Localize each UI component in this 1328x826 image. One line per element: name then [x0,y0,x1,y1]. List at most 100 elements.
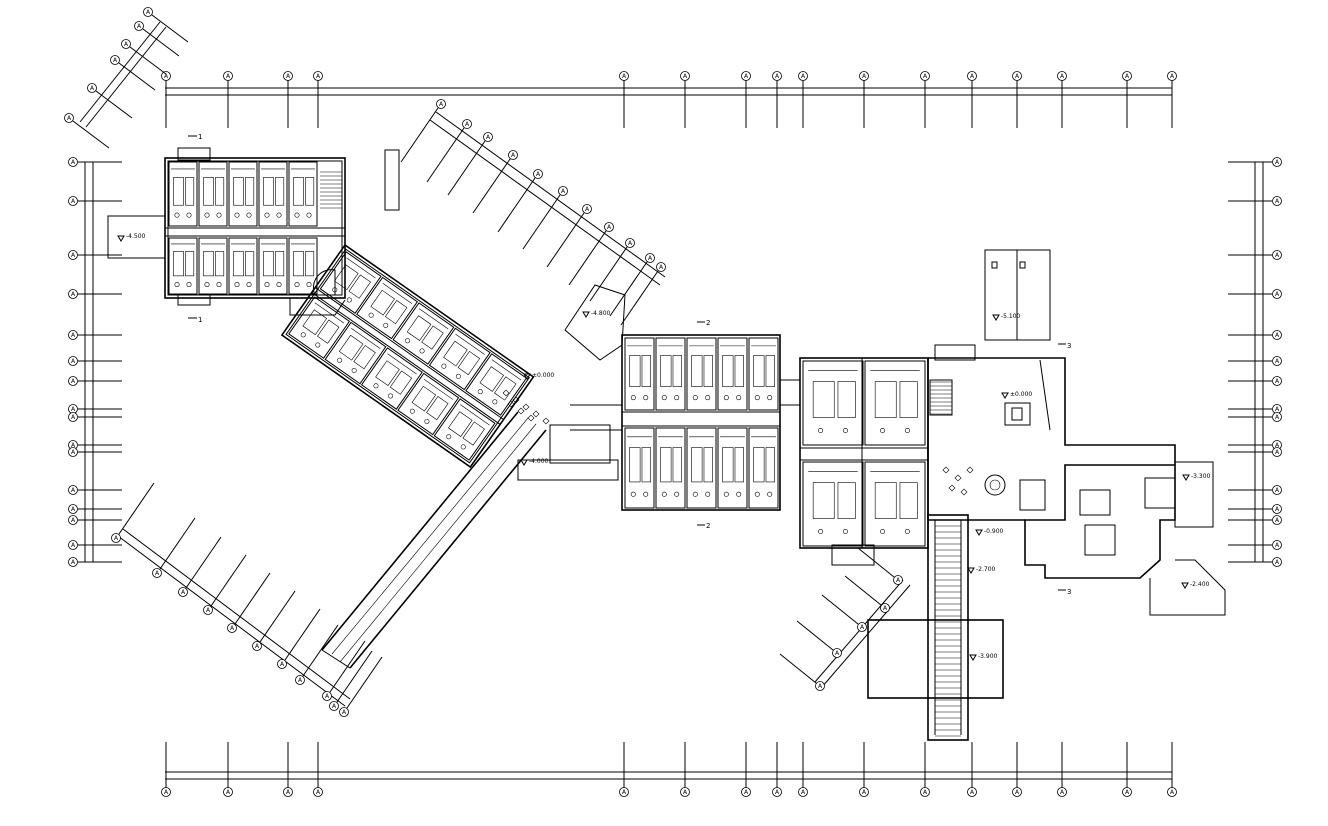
grid-bubble-label: A [862,789,867,796]
grid-bubble [1272,412,1282,422]
grid-bubble [68,412,78,422]
grid-bubble [134,21,144,31]
grid-bubble [68,157,78,167]
west-wing [107,147,346,316]
grid-bubble [920,71,930,81]
grid-bubble-label: A [1125,789,1130,796]
grid-bubble [283,787,293,797]
grid-bubble [1272,250,1282,260]
level-mark: -3.300 [1191,473,1211,480]
grid-bubble-label: A [439,101,444,108]
grid-bubble [227,623,237,633]
grid-bubble-label: A [1060,73,1065,80]
grid-bubble [68,330,78,340]
grid-bubble [313,71,323,81]
grid-bubble-label: A [1275,414,1280,421]
grid-bubble-label: A [298,677,303,684]
grid-bubble [68,540,78,550]
lobby-zone [927,249,1226,616]
grid-bubble-label: A [164,73,169,80]
grid-bubble-label: A [226,73,231,80]
grid-bubble [68,289,78,299]
grid-bubble-label: A [561,188,566,195]
grid-bubble-label: A [255,643,260,650]
grid-bubble [832,648,842,658]
grid-bubble [68,557,78,567]
grid-bubble [1057,71,1067,81]
grid-bubble-label: A [896,577,901,584]
grid-bubble-label: A [835,650,840,657]
grid-bubble-label: A [71,198,76,205]
grid-bubble-label: A [1060,789,1065,796]
grid-bubble [859,71,869,81]
grid-bubble [68,504,78,514]
grid-bubble-label: A [1275,542,1280,549]
grid-bubble [533,169,543,179]
grid-bubble [619,787,629,797]
level-mark: -5.100 [1001,313,1021,320]
grid-bubble-label: A [923,73,928,80]
grid-bubble [619,71,629,81]
grid-bubble-label: A [71,517,76,524]
grid-bubble-label: A [114,535,119,542]
grid-bubble-label: A [801,789,806,796]
grid-bubble-label: A [71,159,76,166]
grid-bubble [68,447,78,457]
grid-bubble [815,681,825,691]
level-mark: ±0.000 [1010,391,1032,398]
grid-bubble [857,622,867,632]
grid-bubble [582,204,592,214]
grid-bubble [152,568,162,578]
diagonal-wing [280,149,626,669]
grid-bubble [1122,787,1132,797]
grid-bubble [625,238,635,248]
grid-bubble-label: A [124,41,129,48]
grid-bubble [798,71,808,81]
grid-bubble-label: A [1275,291,1280,298]
grid-bubble-label: A [71,449,76,456]
grid-bubble-label: A [71,252,76,259]
grid-bubble [1272,289,1282,299]
grid-bubble-label: A [71,358,76,365]
grid-bubble [462,119,472,129]
grid-bubble-label: A [1015,789,1020,796]
grid-bubble [322,691,332,701]
grid-bubble [87,83,97,93]
grid-bubble [741,787,751,797]
grid-bubble [604,222,614,232]
grid-bubble [1167,71,1177,81]
grid-bubble [283,71,293,81]
level-mark: -2.400 [1190,581,1210,588]
grid-bubble-label: A [683,73,688,80]
level-mark: -4.000 [529,458,549,465]
grid-bubble [1272,196,1282,206]
east-middle-rooms [802,360,926,547]
grid-bubble-label: A [71,291,76,298]
grid-bubble-label: A [923,789,928,796]
grid-bubble [121,39,131,49]
central-block [570,334,781,511]
grid-bubble [1272,557,1282,567]
grid-bubble [64,113,74,123]
grid-bubble-label: A [113,57,118,64]
section-mark-2-top: 2 [706,319,710,327]
grid-bubble [178,587,188,597]
grid-bubble-label: A [325,693,330,700]
grid-bubble-label: A [744,789,749,796]
grid-bubble-label: A [1275,559,1280,566]
level-mark: -4.500 [126,233,146,240]
grid-bubble-label: A [860,624,865,631]
level-mark: -0.900 [984,528,1004,535]
grid-bubble [436,99,446,109]
grid-bubble-label: A [71,487,76,494]
grid-bubble [68,250,78,260]
grid-bubble [313,787,323,797]
grid-bubble-label: A [67,115,72,122]
grid-bubble-label: A [1275,332,1280,339]
grid-bubble [1272,376,1282,386]
grid-bubble-label: A [332,703,337,710]
grid-bubble-label: A [1275,506,1280,513]
grid-bubble-label: A [648,255,653,262]
section-markers: 1 1 2 2 3 3 [188,133,1071,596]
grid-bubble-label: A [1170,789,1175,796]
